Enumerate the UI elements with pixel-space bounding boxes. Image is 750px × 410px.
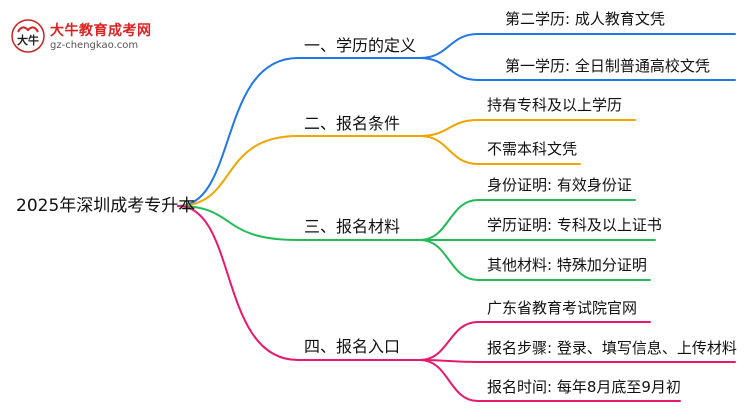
leaf-connector-4-1: [419, 321, 479, 361]
leaf-connector-1-1: [419, 33, 479, 59]
bull-logo-icon: 大牛: [11, 19, 45, 53]
leaf-connector-4-3: [419, 359, 479, 402]
branch-connector-2: [177, 135, 299, 207]
branch-connector-4: [177, 205, 299, 361]
leaf-3-3: 其他材料: 特殊加分证明: [487, 256, 647, 274]
leaf-4-1: 广东省教育考试院官网: [487, 299, 638, 317]
leaf-1-2: 第一学历: 全日制普通高校文凭: [505, 57, 710, 75]
site-logo[interactable]: 大牛 大牛教育成考网 gz-chengkao.com: [10, 16, 160, 56]
logo-mark: 大牛: [17, 33, 39, 47]
leaf-4-3: 报名时间: 每年8月底至9月初: [487, 378, 681, 396]
branch-connector-3: [177, 205, 299, 241]
leaf-2-1: 持有专科及以上学历: [487, 96, 623, 114]
logo-url: gz-chengkao.com: [50, 40, 139, 51]
branch-connector-1: [177, 57, 299, 207]
leaf-connector-2-2: [419, 135, 479, 165]
leaf-connector-3-1: [419, 199, 479, 241]
leaf-3-1: 身份证明: 有效身份证: [487, 176, 632, 194]
leaf-connector-1-2: [419, 57, 479, 81]
leaf-1-1: 第二学历: 成人教育文凭: [505, 10, 665, 28]
logo-title: 大牛教育成考网: [50, 23, 152, 39]
branch-label-1: 一、学历的定义: [304, 36, 417, 55]
leaf-3-2: 学历证明: 专科及以上证书: [487, 216, 662, 234]
leaf-2-2: 不需本科文凭: [487, 140, 578, 158]
branch-label-3: 三、报名材料: [304, 217, 401, 236]
branch-label-4: 四、报名入口: [304, 337, 401, 356]
leaf-connector-2-1: [419, 119, 479, 137]
branch-label-2: 二、报名条件: [304, 114, 401, 133]
leaf-connector-3-3: [419, 239, 479, 281]
root-topic: 2025年深圳成考专升本: [16, 196, 196, 216]
leaf-4-2: 报名步骤: 登录、填写信息、上传材料: [487, 339, 737, 357]
